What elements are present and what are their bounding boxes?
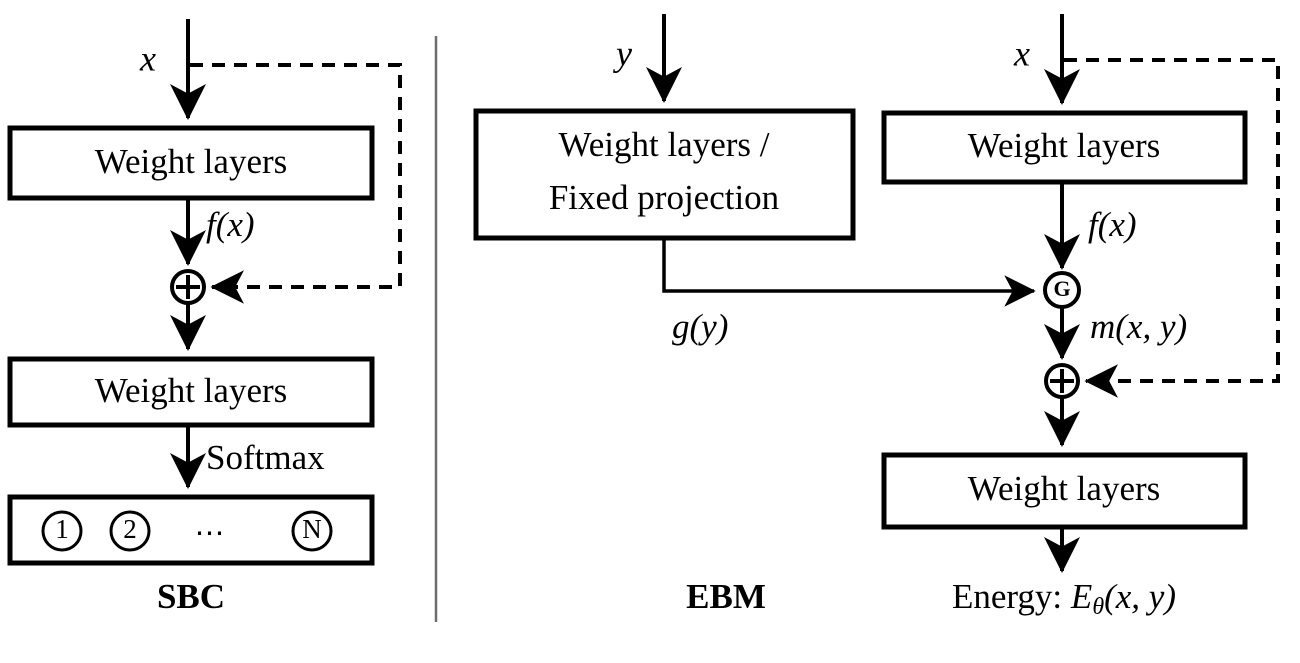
sbc-softmax-label: Softmax [206,438,325,477]
sbc-weight-layers-box-1 [7,125,375,201]
sbc-weight-layers-label-1: Weight layers [95,142,288,181]
ebm-weight-layers-label-bottom: Weight layers [968,469,1161,508]
ebm-combine-junction: G [1043,271,1081,309]
sbc-add-junction [170,269,206,305]
ebm-add-junction [1044,363,1080,399]
ebm-weight-layers-box-bottom [881,452,1248,530]
sbc-class-token-1: 1 [41,510,83,552]
sbc-fx-label: f(x) [206,205,255,244]
ebm-skip-connection [1064,58,1280,398]
ebm-mxy-label: m(x, y) [1090,307,1187,346]
sbc-class-token-1-label: 1 [55,514,69,544]
sbc-class-token-2-label: 2 [123,514,137,544]
ebm-gy-path [662,238,1036,307]
ebm-weight-layers-box-top [881,110,1248,185]
ebm-fx-label: f(x) [1088,205,1137,244]
ebm-energy-args: (x, y) [1104,577,1176,616]
ebm-panel-caption: EBM [686,577,766,616]
sbc-class-token-n-label: N [302,514,322,544]
ebm-weight-layers-label-top: Weight layers [968,126,1161,165]
ebm-input-label-x: x [1013,33,1030,73]
sbc-class-token-n: N [291,510,333,552]
ebm-energy-prefix: Energy: [952,577,1071,616]
ebm-projection-box [473,108,856,241]
ebm-projection-label-line-1: Weight layers / [558,125,769,164]
sbc-class-token-2: 2 [109,510,151,552]
sbc-skip-connection [190,63,402,304]
sbc-panel-caption: SBC [157,577,225,616]
ebm-combine-symbol: G [1053,276,1070,301]
ebm-projection-label-line-2: Fixed projection [549,178,779,217]
sbc-class-ellipsis: ⋯ [195,517,228,550]
sbc-weight-layers-box-2 [7,356,375,428]
sbc-input-label-x: x [139,38,156,78]
panel-ebm: y Weight layers / Fixed projection g(y) … [473,14,1280,620]
panel-sbc: x Weight layers f(x) Weight layers So [7,19,402,616]
ebm-input-label-y: y [613,33,632,73]
ebm-energy-label: Energy: Eθ(x, y) [952,577,1176,619]
sbc-weight-layers-label-2: Weight layers [95,371,288,410]
ebm-energy-subscript: θ [1092,594,1104,620]
ebm-energy-symbol: E [1070,577,1092,616]
ebm-gy-label: g(y) [672,307,728,346]
